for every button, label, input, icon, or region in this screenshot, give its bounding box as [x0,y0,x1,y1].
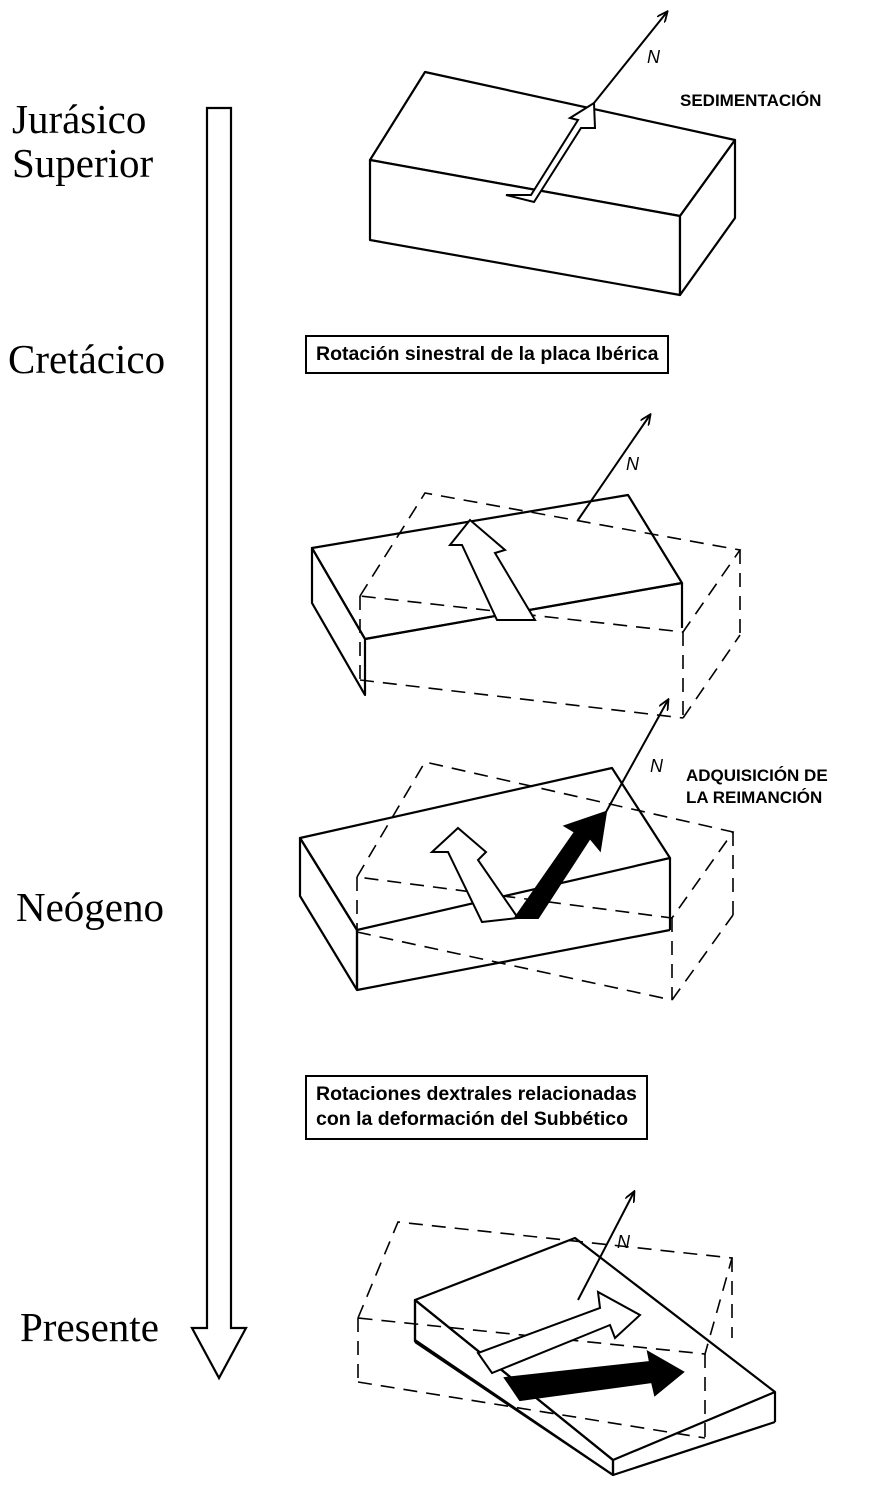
block-cretaceous-original-outline [358,492,742,719]
paleomagnetic-arrow-neogene-original [429,826,520,924]
remanence-arrow-present [503,1350,685,1402]
era-present: Presente [20,1304,159,1350]
era-cretaceous: Cretácico [8,336,166,382]
north-label-3: N [650,756,664,776]
era-jurassic-line2: Superior [12,139,154,186]
era-jurassic-line1: Jurásico [12,96,147,142]
sedimentation-label: SEDIMENTACIÓN [680,91,822,110]
neogene-rotation-box: Rotaciones dextrales relacionadas con la… [305,1075,648,1140]
block-neogene-original-outline [355,761,735,1001]
block-jurassic [368,70,737,297]
block-present [413,1236,777,1477]
north-label-1: N [647,47,661,67]
time-axis-arrow [190,106,248,1381]
paleomagnetic-arrow-cretaceous [447,518,537,621]
block-present-original-outline [356,1221,734,1439]
neogene-rotation-line1: Rotaciones dextrales relacionadas [316,1083,637,1105]
remanence-label-line1: ADQUISICIÓN DE [686,766,828,785]
remanence-label: ADQUISICIÓN DE LA REIMANCIÓN [686,765,828,809]
north-label-4: N [617,1232,631,1252]
era-jurassic-superior: Jurásico Superior [12,96,154,186]
north-label-2: N [626,454,640,474]
north-arrow-present [577,1192,634,1301]
remanence-label-line2: LA REIMANCIÓN [686,788,823,808]
neogene-rotation-line2: con la deformación del Subbético [316,1108,629,1131]
paleomagnetic-arrow-present [476,1290,642,1375]
era-neogene: Neógeno [16,884,165,930]
north-arrow-cretaceous [577,415,650,521]
north-arrow-jurassic [593,12,667,104]
cretaceous-rotation-text: Rotación sinestral de la placa Ibérica [316,343,659,365]
north-arrow-neogene [605,700,668,813]
remanence-arrow-neogene [513,810,608,919]
block-neogene [298,766,672,992]
cretaceous-rotation-box: Rotación sinestral de la placa Ibérica [305,335,670,375]
